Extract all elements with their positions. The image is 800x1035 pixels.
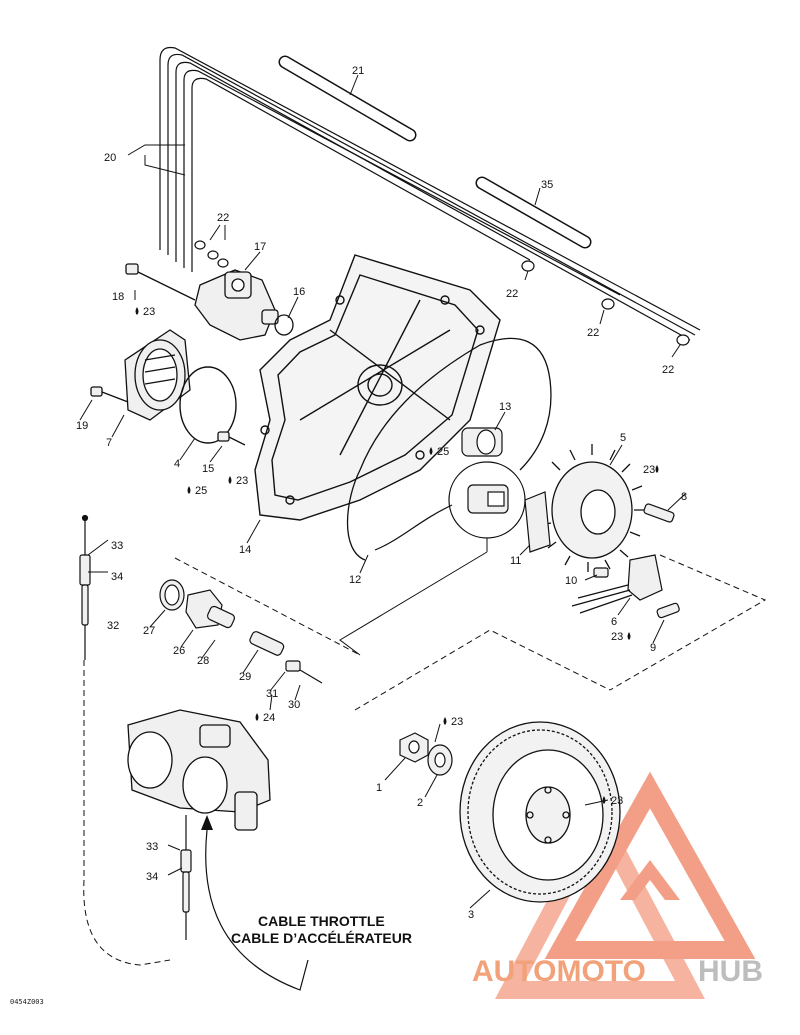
label-part-12: 12 xyxy=(349,574,361,586)
throttle-cable-lower xyxy=(180,815,192,940)
label-part-21: 21 xyxy=(352,65,364,77)
label-part-5: 5 xyxy=(620,432,626,444)
label-part-23-e: 23 xyxy=(451,716,463,728)
cable-route xyxy=(205,829,309,991)
torque-droplet-icons xyxy=(135,307,659,804)
sensor-13 xyxy=(461,427,503,457)
label-part-23-a: 23 xyxy=(143,306,155,318)
flywheel-3 xyxy=(459,721,621,903)
o-ring-16 xyxy=(274,314,294,336)
solid-leaders xyxy=(339,551,488,656)
label-part-31: 31 xyxy=(266,688,278,700)
label-part-32: 32 xyxy=(107,620,119,632)
throttle-body xyxy=(127,709,271,831)
label-part-7: 7 xyxy=(106,437,112,449)
label-part-23-f: 23 xyxy=(611,795,623,807)
label-part-15: 15 xyxy=(202,463,214,475)
label-part-22-b: 22 xyxy=(506,288,518,300)
screw-15 xyxy=(217,431,246,446)
label-part-20: 20 xyxy=(104,152,116,164)
label-part-14: 14 xyxy=(239,544,251,556)
stator-5 xyxy=(540,444,645,572)
hose-21 xyxy=(278,55,417,142)
label-part-17: 17 xyxy=(254,241,266,253)
label-part-19: 19 xyxy=(76,420,88,432)
o-ring-4 xyxy=(179,366,237,444)
arrow-head xyxy=(201,815,213,830)
label-part-4: 4 xyxy=(174,458,180,470)
label-part-1: 1 xyxy=(376,782,382,794)
crankcase-cover xyxy=(254,254,501,521)
label-part-22-d: 22 xyxy=(662,364,674,376)
label-part-13: 13 xyxy=(499,401,511,413)
label-part-9: 9 xyxy=(650,642,656,654)
cable-title-french: CABLE D’ACCÉLÉRATEUR xyxy=(231,930,412,946)
screw-19 xyxy=(90,386,129,403)
label-part-25-a: 25 xyxy=(195,485,207,497)
hose-35 xyxy=(475,176,592,249)
watermark-text-hub: HUB xyxy=(698,955,763,988)
throttle-cable-upper xyxy=(79,514,91,660)
label-part-34-a: 34 xyxy=(111,571,123,583)
screws-8-9-10 xyxy=(593,503,680,619)
sensor-kit xyxy=(159,579,323,684)
label-part-3: 3 xyxy=(468,909,474,921)
label-part-2: 2 xyxy=(417,797,423,809)
leader-lines xyxy=(79,74,686,909)
label-part-34-b: 34 xyxy=(146,871,158,883)
label-part-22-a: 22 xyxy=(217,212,229,224)
washer-2 xyxy=(427,744,453,776)
oil-pump xyxy=(194,269,279,341)
label-part-24: 24 xyxy=(263,712,275,724)
part-number-labels: 1 2 3 4 5 6 7 8 9 10 11 12 13 14 15 16 1… xyxy=(76,65,687,921)
label-part-28: 28 xyxy=(197,655,209,667)
support-plate-11 xyxy=(524,491,551,553)
dashed-outlines xyxy=(83,554,767,966)
gasket-12 xyxy=(346,337,552,561)
cover-7 xyxy=(124,329,191,421)
screw-18 xyxy=(125,263,196,301)
label-part-11: 11 xyxy=(510,555,521,567)
sensor-detail xyxy=(467,484,509,514)
label-part-35: 35 xyxy=(541,179,553,191)
watermark-logo xyxy=(495,771,756,999)
label-part-23-b: 23 xyxy=(236,475,248,487)
label-part-33-a: 33 xyxy=(111,540,123,552)
watermark-text-auto-moto: AUTOMOTO xyxy=(472,955,646,988)
label-part-23-c: 23 xyxy=(643,464,655,476)
fuel-lines xyxy=(159,46,701,341)
cable-title-english: CABLE THROTTLE xyxy=(258,913,385,929)
label-part-30: 30 xyxy=(288,699,300,711)
label-part-27: 27 xyxy=(143,625,155,637)
label-part-23-d: 23 xyxy=(611,631,623,643)
drawing-code: 0454Z003 xyxy=(10,998,44,1006)
label-part-29: 29 xyxy=(239,671,251,683)
label-part-6: 6 xyxy=(611,616,617,628)
label-part-10: 10 xyxy=(565,575,577,587)
nut-1 xyxy=(399,732,429,763)
label-part-22-c: 22 xyxy=(587,327,599,339)
label-part-33-b: 33 xyxy=(146,841,158,853)
label-part-8: 8 xyxy=(681,491,687,503)
harness-6 xyxy=(571,554,663,614)
label-part-18: 18 xyxy=(112,291,124,303)
label-part-25-b: 25 xyxy=(437,446,449,458)
label-part-16: 16 xyxy=(293,286,305,298)
sensor-wire xyxy=(374,504,453,551)
label-part-26: 26 xyxy=(173,645,185,657)
